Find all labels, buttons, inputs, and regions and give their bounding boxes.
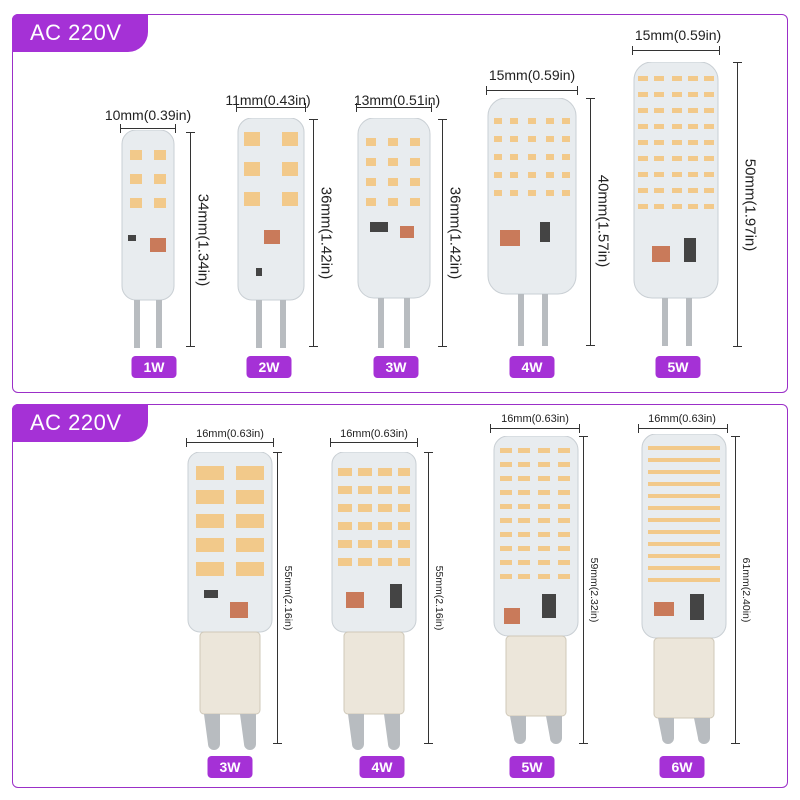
height-dimension-line xyxy=(733,62,742,347)
height-dimension-line xyxy=(424,452,433,744)
bulb-g4-4w-image xyxy=(487,98,577,346)
bulb-width-label: 16mm(0.63in) xyxy=(340,428,408,440)
bulb-g9-4w-image xyxy=(331,452,417,750)
bulb-g4-5w-image xyxy=(633,62,719,346)
bulb-g9-4w xyxy=(328,452,420,752)
height-dimension-line xyxy=(309,119,318,347)
bulb-width-label: 15mm(0.59in) xyxy=(488,67,576,83)
bulb-g9-3w xyxy=(184,452,276,752)
wattage-badge: 4W xyxy=(509,356,555,378)
bulb-g9-5w-image xyxy=(493,436,579,744)
bulb-width-label: 16mm(0.63in) xyxy=(196,428,264,440)
voltage-tag: AC 220V xyxy=(12,404,148,442)
bulb-g4-4w xyxy=(486,98,578,348)
width-dimension-line xyxy=(186,438,274,447)
bulb-g9-6w xyxy=(638,434,730,746)
voltage-tag: AC 220V xyxy=(12,14,148,52)
height-dimension-line xyxy=(579,436,588,744)
bulb-width-label: 13mm(0.51in) xyxy=(353,92,441,108)
bulb-g4-2w-image xyxy=(237,118,305,348)
wattage-badge: 6W xyxy=(659,756,705,778)
width-dimension-line xyxy=(236,103,306,112)
bulb-width-label: 16mm(0.63in) xyxy=(501,413,569,425)
height-dimension-line xyxy=(273,452,282,744)
width-dimension-line xyxy=(638,424,728,433)
bulb-height-label: 55mm(2.16in) xyxy=(282,565,294,631)
bulb-width-label: 11mm(0.43in) xyxy=(225,92,311,108)
bulb-height-label: 40mm(1.57in) xyxy=(594,174,612,268)
width-dimension-line xyxy=(486,86,578,95)
bulb-height-label: 61mm(2.40in) xyxy=(740,557,752,623)
bulb-g9-3w-image xyxy=(187,452,273,750)
bulb-g4-1w xyxy=(120,130,176,350)
wattage-badge: 2W xyxy=(246,356,292,378)
bulb-height-label: 34mm(1.34in) xyxy=(194,193,212,287)
wattage-badge: 5W xyxy=(509,756,555,778)
wattage-badge: 1W xyxy=(131,356,177,378)
bulb-g4-1w-image xyxy=(121,130,175,348)
height-dimension-line xyxy=(438,119,447,347)
width-dimension-line xyxy=(330,438,418,447)
bulb-width-label: 16mm(0.63in) xyxy=(648,413,716,425)
wattage-badge: 3W xyxy=(373,356,419,378)
bulb-g4-3w xyxy=(356,118,432,350)
bulb-height-label: 50mm(1.97in) xyxy=(741,158,759,252)
width-dimension-line xyxy=(490,424,580,433)
height-dimension-line xyxy=(731,436,740,744)
bulb-width-label: 10mm(0.39in) xyxy=(104,107,192,123)
bulb-g4-2w xyxy=(236,118,306,350)
width-dimension-line xyxy=(356,103,432,112)
bulb-height-label: 59mm(2.32in) xyxy=(588,557,600,623)
wattage-badge: 5W xyxy=(655,356,701,378)
bulb-g9-5w xyxy=(490,436,582,746)
bulb-g4-3w-image xyxy=(357,118,431,348)
bulb-g4-5w xyxy=(632,62,720,348)
bulb-g9-6w-image xyxy=(641,434,727,744)
bulb-width-label: 15mm(0.59in) xyxy=(634,27,722,43)
width-dimension-line xyxy=(120,124,176,133)
width-dimension-line xyxy=(632,46,720,55)
bulb-height-label: 55mm(2.16in) xyxy=(433,565,445,631)
height-dimension-line xyxy=(186,132,195,347)
wattage-badge: 3W xyxy=(207,756,253,778)
height-dimension-line xyxy=(586,98,595,346)
bulb-height-label: 36mm(1.42in) xyxy=(317,186,335,280)
bulb-height-label: 36mm(1.42in) xyxy=(446,186,464,280)
wattage-badge: 4W xyxy=(359,756,405,778)
